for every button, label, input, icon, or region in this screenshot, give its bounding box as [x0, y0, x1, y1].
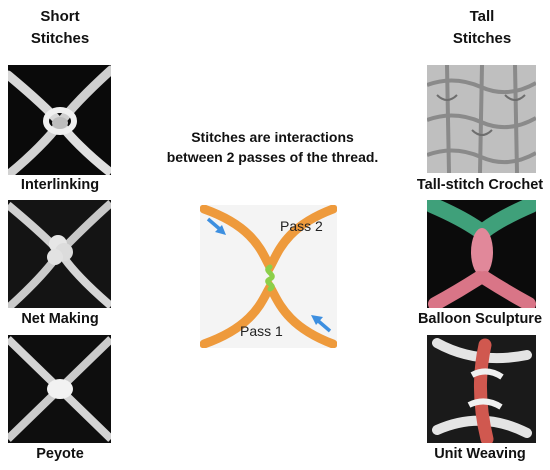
arrow-top-left-icon — [206, 217, 226, 235]
short-heading-line2: Stitches — [30, 30, 90, 47]
unit-weaving-photo — [427, 335, 536, 443]
net-making-photo — [8, 200, 111, 308]
stitch-squiggle — [265, 264, 275, 292]
balloon-sculpture-photo — [427, 200, 536, 308]
tall-stitches-heading: Tall Stitches — [432, 6, 532, 50]
peyote-photo — [8, 335, 111, 443]
tall-stitch-crochet-label: Tall-stitch Crochet — [416, 177, 544, 193]
interlinking-label: Interlinking — [20, 177, 100, 193]
unit-weaving-label: Unit Weaving — [434, 446, 526, 462]
center-caption-line2: between 2 passes of the thread. — [166, 149, 379, 165]
pass-2-label: Pass 2 — [280, 218, 323, 234]
stitch-diagram: Pass 2 Pass 1 — [199, 204, 338, 349]
center-caption-line1: Stitches are interactions — [191, 129, 354, 145]
balloon-sculpture-label: Balloon Sculpture — [417, 311, 543, 327]
peyote-label: Peyote — [36, 446, 84, 462]
tall-heading-line1: Tall — [469, 8, 495, 25]
tall-stitch-crochet-photo — [427, 65, 536, 173]
net-making-label: Net Making — [21, 311, 99, 327]
arrow-bottom-right-icon — [311, 315, 332, 333]
interlinking-photo — [8, 65, 111, 175]
short-heading-line1: Short — [40, 8, 80, 25]
center-caption: Stitches are interactions between 2 pass… — [145, 127, 400, 167]
pass-1-label: Pass 1 — [240, 323, 283, 339]
tall-heading-line2: Stitches — [452, 30, 512, 47]
short-stitches-heading: Short Stitches — [10, 6, 110, 50]
